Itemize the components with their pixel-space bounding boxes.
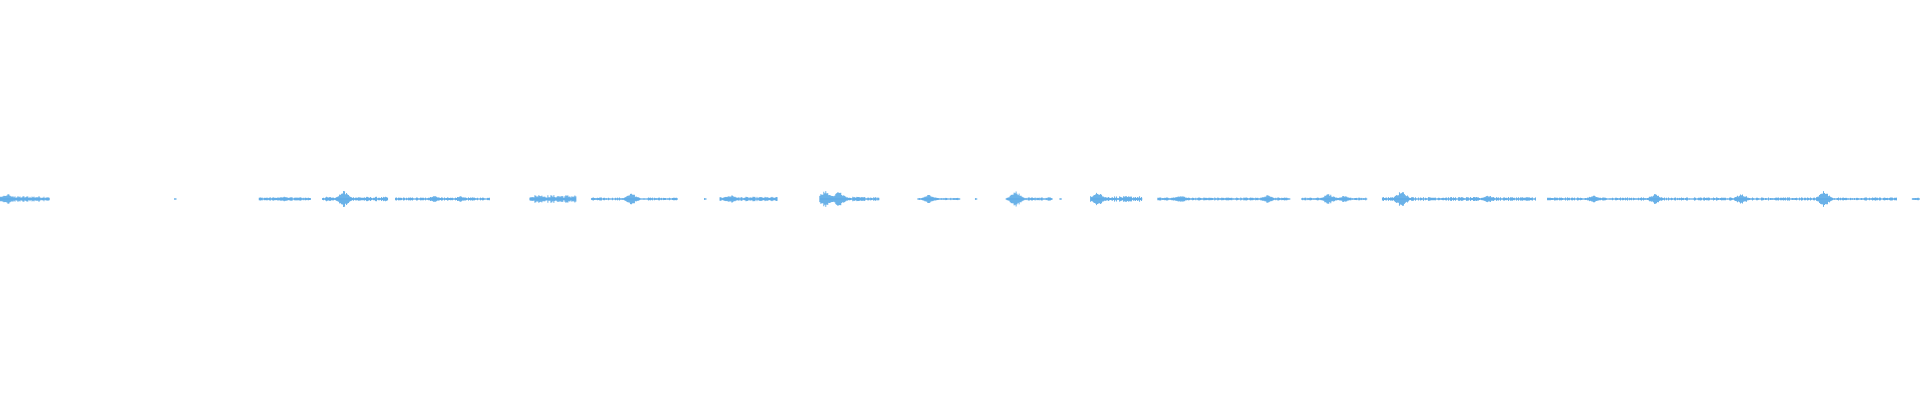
waveform-samples [917, 195, 961, 203]
waveform-segment [174, 198, 177, 200]
waveform-samples [704, 198, 707, 200]
waveform-samples [1059, 198, 1062, 200]
waveform-segment [258, 196, 311, 202]
waveform-samples [395, 196, 490, 202]
waveform-samples [0, 194, 50, 204]
waveform-segment [1547, 191, 1897, 207]
waveform-samples [529, 195, 577, 203]
waveform-segment [1090, 192, 1143, 206]
waveform-samples [719, 195, 778, 203]
waveform-segment [1911, 197, 1920, 201]
waveform-samples [322, 191, 389, 207]
waveform-samples [1157, 195, 1291, 203]
waveform-segment [1301, 194, 1368, 204]
waveform-segment [395, 196, 490, 202]
waveform-segment [590, 193, 678, 205]
waveform-samples [819, 191, 880, 207]
waveform-samples [1381, 192, 1536, 206]
waveform-segment [1381, 192, 1536, 206]
waveform-segment [0, 194, 50, 204]
waveform-segment [529, 195, 577, 203]
waveform-segment [1157, 195, 1291, 203]
waveform-segment [974, 198, 978, 200]
waveform-samples [590, 193, 678, 205]
waveform-segment [819, 191, 880, 207]
waveform-samples [1301, 194, 1368, 204]
waveform-segment [322, 191, 389, 207]
waveform-samples [258, 196, 311, 202]
waveform-segment [917, 195, 961, 203]
waveform-segment [719, 195, 778, 203]
waveform-samples [174, 198, 177, 200]
waveform-samples [1911, 197, 1920, 201]
waveform-samples [1547, 191, 1897, 207]
waveform-samples [1005, 191, 1053, 207]
waveform-segment [1005, 191, 1053, 207]
waveform-segment [1059, 198, 1062, 200]
waveform-samples [1090, 192, 1143, 206]
waveform-segment [704, 198, 707, 200]
waveform-samples [974, 198, 977, 200]
